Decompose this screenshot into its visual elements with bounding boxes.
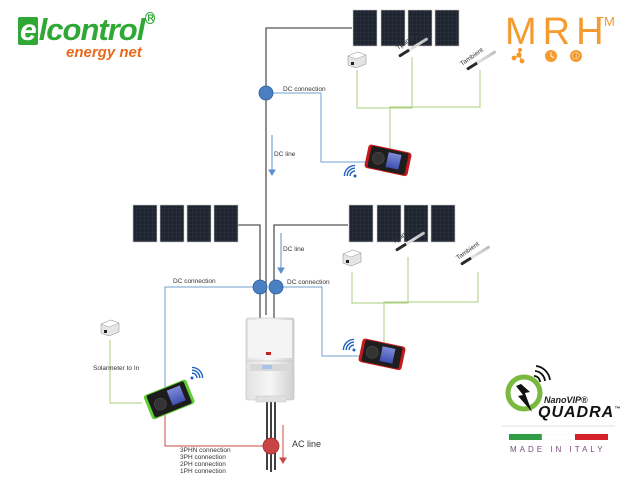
quadra-label: QUADRA™ xyxy=(538,404,621,422)
ac-connection-type: 2PH connection xyxy=(180,461,226,468)
nanovip-label: NanoVIP® xyxy=(544,395,588,405)
dc-line-label: DC line xyxy=(274,151,296,158)
solar-panel xyxy=(186,204,212,243)
power-line-top-array xyxy=(265,27,352,315)
pv-array-left xyxy=(132,204,239,243)
dc-wire-right xyxy=(274,286,362,357)
wireless-icon xyxy=(342,338,356,352)
dc-line-arrowhead-top xyxy=(268,169,276,176)
solarmeter-mid xyxy=(342,249,362,267)
meter-red-top xyxy=(364,144,412,177)
elcontrol-logo-text: lcontrol xyxy=(38,12,146,47)
solar-panel xyxy=(430,204,456,243)
dc-nodes xyxy=(252,85,284,295)
wireless-icon xyxy=(343,164,357,178)
network-icon xyxy=(511,47,525,64)
mrh-trademark: TM xyxy=(596,14,615,29)
dc-line-arrowhead-mid xyxy=(277,267,285,274)
flag-white xyxy=(541,433,576,441)
elcontrol-tagline: energy net xyxy=(66,44,142,61)
solarmeter-wire xyxy=(109,340,142,404)
solarmeter-top xyxy=(347,51,367,69)
ac-connection-type: 1PH connection xyxy=(180,468,226,475)
quadra-trademark: ™ xyxy=(614,406,622,413)
meter-green xyxy=(143,379,195,420)
solarmeter-left xyxy=(100,319,120,337)
dc-node-left xyxy=(252,279,268,295)
inverter-display xyxy=(262,365,272,369)
pv-array-top xyxy=(352,9,460,47)
sensor-wire-top-a xyxy=(356,57,413,109)
ac-connection-type: 3PHN connection xyxy=(180,447,231,454)
flag-green xyxy=(509,434,542,440)
sensor-wire-mid-b xyxy=(383,272,479,303)
mrh-logo: MRH xyxy=(505,11,610,53)
solar-panel xyxy=(159,204,185,243)
power-line-mid-array xyxy=(273,224,348,318)
solarmeter-label: Solarmeter to In xyxy=(93,365,140,372)
solar-panel xyxy=(434,9,460,47)
dc-wire-top xyxy=(266,92,372,163)
probe-tambient-mid: Tambient xyxy=(455,241,490,266)
signal-arcs-icon xyxy=(533,365,551,383)
dc-line-arrows xyxy=(268,135,285,274)
pv-array-mid xyxy=(348,204,456,243)
dc-connection-label: DC connection xyxy=(173,278,216,285)
clock-icon xyxy=(545,50,557,62)
solar-panel xyxy=(407,9,433,47)
probe-tambient-top: Tambient xyxy=(459,47,496,71)
ac-line-arrow xyxy=(279,425,287,464)
wireless-icon xyxy=(190,366,204,380)
solar-panel xyxy=(403,204,429,243)
registered-mark: R xyxy=(145,12,155,24)
sensor-wires xyxy=(109,57,481,404)
meter-screen xyxy=(379,346,396,364)
dc-connection-label: DC connection xyxy=(283,86,326,93)
solar-panel xyxy=(213,204,239,243)
power-lines xyxy=(234,27,352,318)
ac-line-label: AC line xyxy=(292,439,321,449)
solar-panel xyxy=(376,204,402,243)
ac-cables xyxy=(266,398,276,472)
dc-node-top xyxy=(258,85,274,101)
made-in-italy: MADE IN ITALY xyxy=(510,445,606,454)
flag-red xyxy=(575,434,608,440)
solar-panel xyxy=(348,204,374,243)
dc-node-right xyxy=(268,279,284,295)
solar-panel xyxy=(380,9,406,47)
meter-screen xyxy=(166,385,186,406)
meter-red-mid xyxy=(358,338,406,371)
dc-connection-label: DC connection xyxy=(287,279,330,286)
sensor-wire-mid-a xyxy=(351,257,409,304)
meter-screen xyxy=(385,152,402,170)
ac-connection-type: 3PH connection xyxy=(180,454,226,461)
solar-panel xyxy=(132,204,158,243)
brain-icon xyxy=(570,50,582,62)
ac-wire xyxy=(164,415,270,447)
dc-line-label: DC line xyxy=(283,246,305,253)
inverter-brand-badge xyxy=(266,352,271,355)
quadra-logo xyxy=(502,365,615,441)
lightning-icon xyxy=(516,384,532,412)
inverter xyxy=(245,317,295,403)
ac-node xyxy=(262,437,280,455)
sensor-wire-top-b xyxy=(389,70,481,108)
elcontrol-logo-mark: e xyxy=(18,14,38,47)
solar-panel xyxy=(352,9,378,47)
quadra-name: QUADRA xyxy=(538,404,615,421)
